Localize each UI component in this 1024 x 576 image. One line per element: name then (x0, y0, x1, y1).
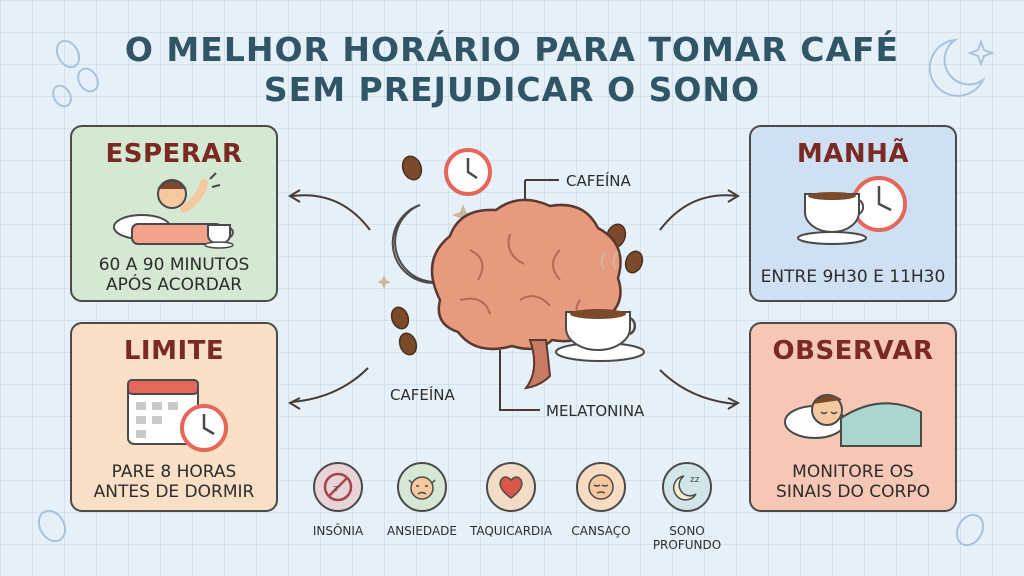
coffee-bean-icon (390, 306, 410, 330)
coffee-bean-icon (624, 250, 644, 274)
star-icon (377, 275, 391, 289)
symptom-label: CANSAÇO (571, 524, 631, 538)
title-line-1: O MELHOR HORÁRIO PARA TOMAR CAFÉ (124, 30, 900, 69)
symptom-taquicardia: TAQUICARDIA (466, 462, 556, 538)
card-text-1: PARE 8 HORAS (111, 462, 237, 482)
symptom-label: ANSIEDADE (387, 524, 457, 538)
symptom-icon-circle (397, 462, 447, 512)
page-title: O MELHOR HORÁRIO PARA TOMAR CAFÉ SEM PRE… (0, 30, 1024, 110)
symptom-ansiedade: ANSIEDADE (377, 462, 467, 538)
anxious-face-icon (408, 476, 436, 500)
symptom-label: SONO PROFUNDO (642, 524, 732, 552)
symptom-icon-circle (576, 462, 626, 512)
card-text-1: ENTRE 9H30 E 11H30 (760, 267, 946, 287)
card-observar: OBSERVAR MONITORE OS SINAIS DO CORPO (749, 322, 957, 512)
symptom-label: TAQUICARDIA (469, 524, 553, 538)
svg-text:z: z (333, 484, 338, 494)
waking-person-icon (113, 172, 223, 245)
card-text-1: 60 A 90 MINUTOS (98, 255, 250, 275)
coffee-bean-icon (398, 332, 418, 356)
symptom-insonia: z INSÔNIA (293, 462, 383, 538)
label-cafeina-bottom: CAFEÍNA (390, 386, 455, 404)
card-limite: LIMITE PARE 8 HORAS ANTES DE DORMIR (70, 322, 278, 512)
coffee-cup-icon (204, 224, 234, 249)
coffee-cup-icon (555, 251, 645, 362)
symptom-icon-circle: zz (662, 462, 712, 512)
no-sleep-icon: z (323, 472, 353, 502)
arrow-to-limite (291, 367, 369, 403)
symptom-label: INSÔNIA (312, 524, 364, 538)
arrow-to-observar (659, 369, 737, 405)
heart-icon (499, 476, 523, 499)
card-text-2: APÓS ACORDAR (105, 275, 243, 295)
card-manha: MANHÃ ENTRE 9H30 E 11H30 (749, 125, 957, 302)
card-text-2: ANTES DE DORMIR (93, 482, 255, 502)
symptom-icon-circle (486, 462, 536, 512)
symptom-sono-profundo: zz SONO PROFUNDO (642, 462, 732, 552)
svg-text:zz: zz (690, 475, 700, 485)
card-heading: ESPERAR (105, 139, 243, 169)
symptom-label-line-2: PROFUNDO (652, 538, 722, 552)
card-heading: LIMITE (123, 336, 225, 366)
star-icon (452, 204, 474, 226)
arrow-to-manha (659, 194, 739, 231)
coffee-bean-icon (401, 155, 423, 181)
calendar-clock-icon (127, 379, 228, 452)
coffee-clock-icon (797, 176, 907, 245)
arrow-to-esperar (291, 194, 371, 231)
moon-zzz-icon: zz (672, 475, 700, 501)
symptom-cansaco: CANSAÇO (556, 462, 646, 538)
sleeping-person-icon (784, 394, 922, 447)
card-text-2: SINAIS DO CORPO (776, 482, 930, 502)
symptom-icon-circle: z (313, 462, 363, 512)
card-text-1: MONITORE OS (792, 462, 914, 482)
clock-icon (444, 148, 492, 196)
card-heading: OBSERVAR (772, 336, 934, 366)
tired-face-icon (588, 474, 614, 500)
label-melatonina: MELATONINA (546, 402, 645, 420)
title-line-2: SEM PREJUDICAR O SONO (263, 70, 761, 109)
card-heading: MANHÃ (796, 139, 910, 169)
label-cafeina-top: CAFEÍNA (566, 172, 631, 190)
symptom-label-line-1: SONO (669, 524, 705, 538)
card-esperar: ESPERAR 60 A 90 MINUTOS APÓS ACORDAR (70, 125, 278, 302)
